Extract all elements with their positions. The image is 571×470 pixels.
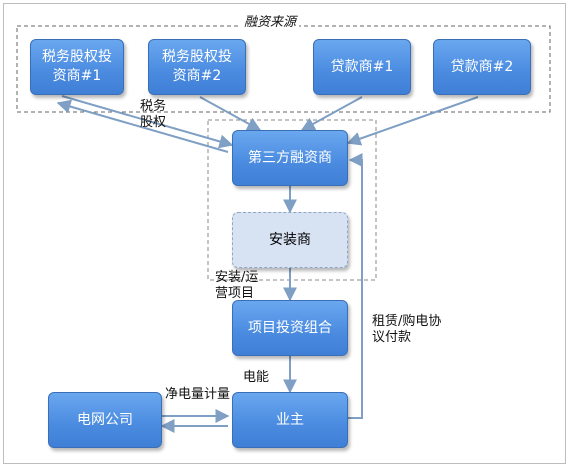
node-label: 电网公司: [77, 411, 133, 428]
node-tax-equity-2: 税务股权投 资商#2: [148, 39, 246, 95]
third-party-group: [207, 119, 377, 281]
node-lender-1: 贷款商#1: [313, 39, 411, 95]
outer-frame: [3, 3, 566, 464]
node-installer: 安装商: [232, 212, 348, 268]
arrow-tax1-to-third: [61, 95, 234, 149]
node-third-party-financier: 第三方融资商: [232, 130, 348, 186]
node-label: 贷款商#2: [450, 58, 514, 75]
node-label: 业主: [276, 411, 304, 428]
node-label: 安装商: [269, 231, 311, 248]
node-project-portfolio: 项目投资组合: [232, 300, 348, 356]
node-lender-2: 贷款商#2: [433, 39, 531, 95]
label-tax-equity: 税务 股权: [140, 99, 167, 130]
arrow-owner-payment-to-third: [348, 153, 363, 419]
arrow-lender2-to-third: [346, 96, 479, 146]
arrow-third-to-tax1: [56, 99, 229, 153]
label-electricity: 电能: [243, 370, 270, 385]
label-lease-ppa-payment: 租赁/购电协 议付款: [372, 314, 442, 345]
label-install-operate: 安装/运 营项目: [215, 270, 259, 301]
arrow-lender1-to-third: [300, 96, 363, 131]
arrow-tax2-to-third: [199, 96, 262, 131]
node-label: 税务股权投 资商#1: [42, 49, 112, 84]
node-owner: 业主: [232, 392, 348, 448]
node-label: 贷款商#1: [330, 58, 394, 75]
financing-sources-title: 融资来源: [241, 11, 300, 30]
node-grid-company: 电网公司: [48, 392, 162, 448]
node-label: 第三方融资商: [248, 149, 332, 166]
node-label: 税务股权投 资商#2: [162, 49, 232, 84]
label-net-metering: 净电量计量: [165, 387, 231, 402]
node-tax-equity-1: 税务股权投 资商#1: [30, 39, 124, 95]
node-label: 项目投资组合: [248, 319, 332, 336]
